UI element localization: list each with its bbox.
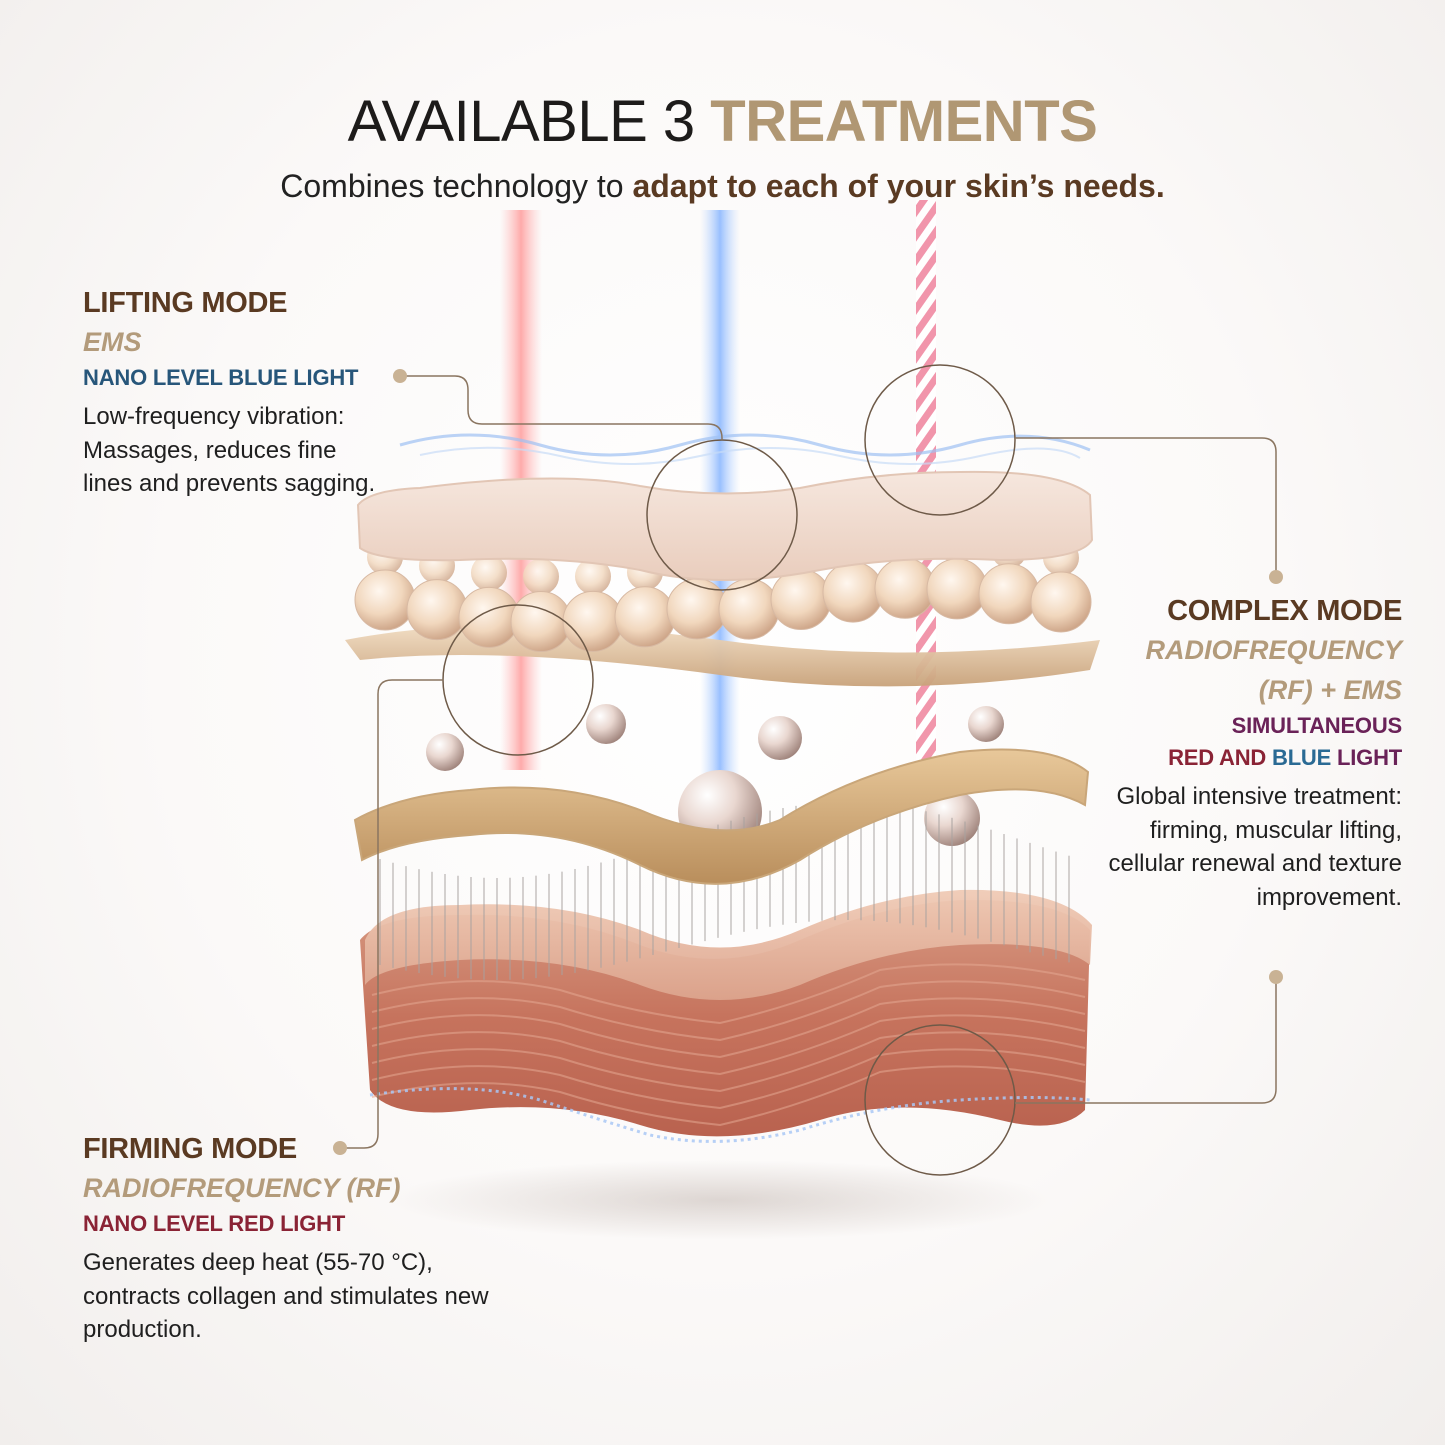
cell <box>354 569 416 631</box>
muscle-fiber <box>371 1065 1086 1127</box>
lifting-mode-description: Low-frequency vibration: Massages, reduc… <box>83 403 376 497</box>
muscle-fiber <box>371 1048 1086 1110</box>
callout-dot <box>393 369 407 383</box>
cell <box>471 554 507 591</box>
callout-dot <box>1269 970 1283 984</box>
complex-mode-block: COMPLEX MODE RADIOFREQUENCY (RF) + EMS S… <box>1100 592 1403 914</box>
complex-light-end: LIGHT <box>1331 745 1402 770</box>
energy-wave-bottom <box>369 1087 1091 1143</box>
bubble <box>758 716 802 760</box>
epidermis-layer <box>356 470 1094 581</box>
cell <box>822 561 884 623</box>
complex-mode-light-2: RED AND BLUE LIGHT <box>1100 742 1402 774</box>
callout-line-firming <box>341 679 443 1149</box>
callout-line-lifting <box>402 375 723 440</box>
callout-dot <box>333 1141 347 1155</box>
muscle-fiber <box>371 963 1086 1025</box>
firming-mode-block: FIRMING MODE RADIOFREQUENCY (RF) NANO LE… <box>83 1130 503 1347</box>
cell <box>926 558 988 620</box>
cell <box>666 578 728 640</box>
cell <box>562 590 624 652</box>
bubble <box>426 733 464 771</box>
collagen-band <box>353 748 1090 885</box>
title-accent: TREATMENTS <box>710 89 1098 154</box>
firming-mode-name: FIRMING MODE <box>83 1133 297 1165</box>
muscle-fiber <box>371 1031 1086 1093</box>
subtitle-strong: adapt to each of your skin’s needs. <box>632 168 1165 204</box>
complex-light-red: RED AND <box>1168 745 1272 770</box>
cell <box>874 557 936 619</box>
dermis-top <box>365 889 1092 1000</box>
callout-dot <box>1269 570 1283 584</box>
complex-light-blue: BLUE <box>1272 745 1332 770</box>
muscle-fibers <box>371 963 1086 1127</box>
bubble <box>968 706 1004 742</box>
callout-line-complex-bottom <box>1015 978 1277 1104</box>
lifting-mode-name: LIFTING MODE <box>83 287 288 319</box>
lifting-mode-block: LIFTING MODE EMS NANO LEVEL BLUE LIGHT L… <box>83 284 383 501</box>
page-subtitle: Combines technology to adapt to each of … <box>0 168 1445 205</box>
lifting-mode-light: NANO LEVEL BLUE LIGHT <box>83 365 359 390</box>
cell <box>718 578 780 640</box>
subtitle-plain: Combines technology to <box>280 168 633 204</box>
magnifier-circle <box>864 1024 1016 1176</box>
cell <box>575 558 611 595</box>
callout-line-complex <box>1015 437 1277 576</box>
muscle-fiber <box>371 997 1086 1059</box>
collagen-fibers <box>379 802 1070 980</box>
firming-mode-light: NANO LEVEL RED LIGHT <box>83 1211 346 1236</box>
cell <box>770 569 832 631</box>
page-title: AVAILABLE 3 TREATMENTS <box>0 88 1445 155</box>
firming-mode-description: Generates deep heat (55-70 °C), contract… <box>83 1249 489 1343</box>
cell <box>523 558 559 595</box>
complex-mode-description: Global intensive treatment: firming, mus… <box>1108 783 1403 911</box>
complex-mode-technology-1: RADIOFREQUENCY <box>1145 635 1402 665</box>
muscle-fiber <box>371 980 1086 1042</box>
cell <box>510 591 572 653</box>
complex-mode-name: COMPLEX MODE <box>1167 595 1402 627</box>
complex-mode-technology-2: (RF) + EMS <box>1258 675 1402 705</box>
floor-shadow <box>390 1160 1050 1240</box>
lifting-mode-technology: EMS <box>83 327 142 357</box>
energy-wave-top <box>399 433 1091 457</box>
cell <box>458 586 520 648</box>
firming-mode-technology: RADIOFREQUENCY (RF) <box>83 1173 401 1203</box>
muscle-fiber <box>371 1014 1086 1076</box>
title-plain: AVAILABLE 3 <box>347 89 711 154</box>
cell <box>978 563 1040 625</box>
magnifier-circle <box>864 364 1016 516</box>
cell <box>614 586 676 648</box>
complex-mode-light-1: SIMULTANEOUS <box>1231 713 1403 738</box>
bubble <box>586 704 626 744</box>
cell <box>1030 571 1092 633</box>
cell <box>406 579 468 641</box>
